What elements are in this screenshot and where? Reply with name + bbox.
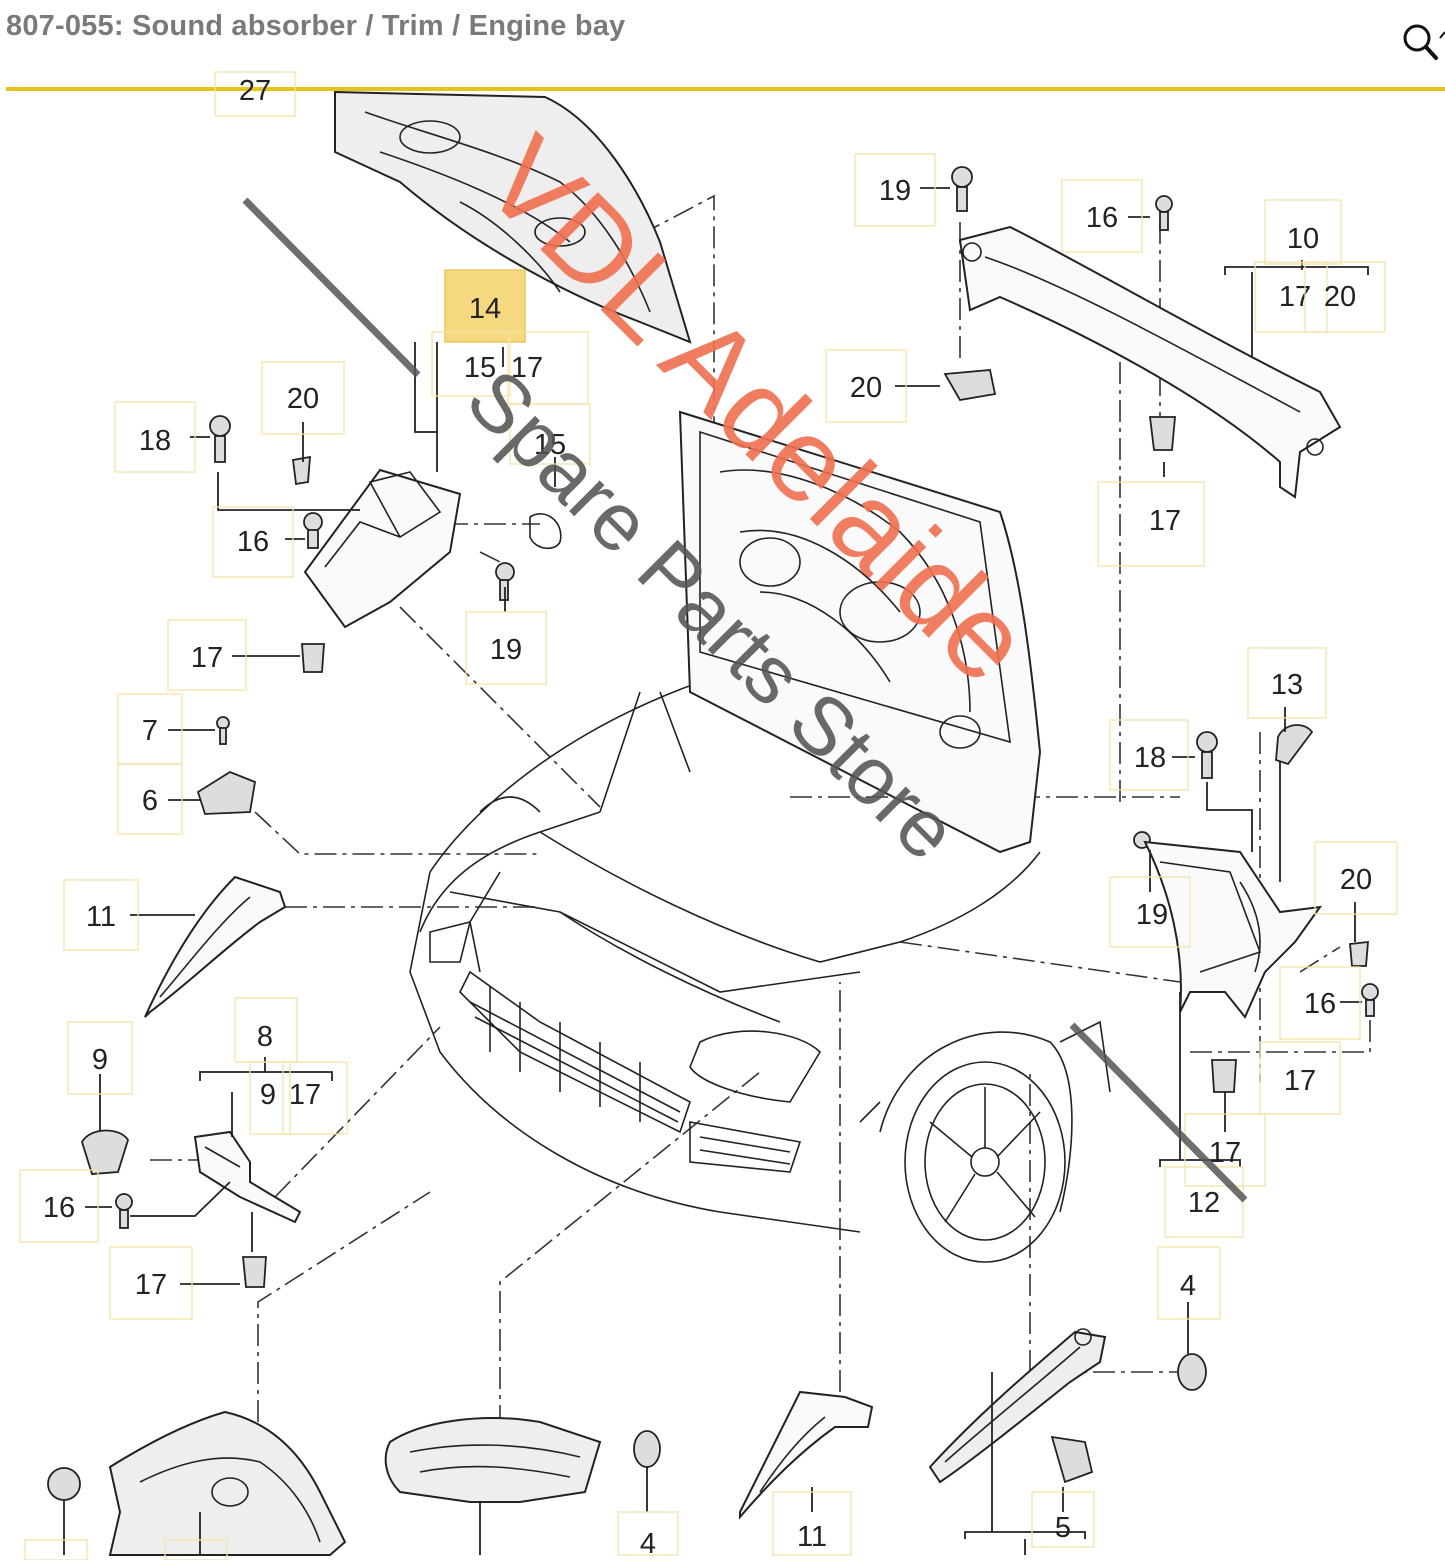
svg-text:6: 6 <box>142 785 158 817</box>
part-14-cover <box>292 455 562 629</box>
svg-text:17: 17 <box>289 1079 321 1111</box>
svg-text:9: 9 <box>260 1079 276 1111</box>
search-icon <box>1403 24 1445 60</box>
callout-10[interactable]: 10 <box>1264 199 1342 265</box>
svg-text:10: 10 <box>1287 223 1319 255</box>
callout-17[interactable]: 17 <box>507 331 589 405</box>
parts-diagram: 27 14 15 17 15 18 20 16 19 17 7 6 11 8 9… <box>0 71 1445 1560</box>
svg-text:20: 20 <box>1340 864 1372 896</box>
svg-text:19: 19 <box>1136 899 1168 931</box>
svg-text:20: 20 <box>1324 281 1356 313</box>
svg-text:8: 8 <box>257 1021 273 1053</box>
callout-4[interactable]: 4 <box>1157 1246 1221 1320</box>
callout-9[interactable]: 9 <box>249 1061 291 1135</box>
part-12-panel <box>1143 840 1323 1019</box>
callout-17[interactable]: 17 <box>282 1061 348 1135</box>
callout-18[interactable]: 18 <box>1109 719 1189 791</box>
svg-text:9: 9 <box>92 1044 108 1076</box>
svg-text:11: 11 <box>797 1521 827 1553</box>
callout-9[interactable]: 9 <box>67 1021 133 1095</box>
svg-text:5: 5 <box>1055 1512 1071 1544</box>
svg-text:17: 17 <box>1284 1065 1316 1097</box>
callout-19[interactable]: 19 <box>1109 876 1191 948</box>
svg-text:18: 18 <box>139 425 171 457</box>
callout-16[interactable]: 16 <box>1061 179 1143 253</box>
svg-text:19: 19 <box>879 175 911 207</box>
part-11-trim <box>144 875 287 1018</box>
search-button[interactable] <box>1396 18 1445 64</box>
callout-11[interactable]: 11 <box>63 879 139 951</box>
callout-5[interactable]: 5 <box>1031 1491 1095 1548</box>
bonnet <box>678 410 1042 854</box>
header: 807-055: Sound absorber / Trim / Engine … <box>0 0 1445 92</box>
callout-18[interactable]: 18 <box>114 401 196 473</box>
callout-17[interactable]: 17 <box>1097 481 1205 567</box>
svg-text:7: 7 <box>142 715 158 747</box>
svg-text:20: 20 <box>287 383 319 415</box>
page-title: 807-055: Sound absorber / Trim / Engine … <box>6 10 626 42</box>
callout-11[interactable]: 11 <box>772 1491 852 1556</box>
svg-text:11: 11 <box>86 901 116 933</box>
callout-19[interactable]: 19 <box>854 153 936 227</box>
callout-19[interactable]: 19 <box>465 611 547 685</box>
part-8-trim <box>193 1130 302 1224</box>
svg-text:17: 17 <box>1279 281 1311 313</box>
svg-text:16: 16 <box>1086 202 1118 234</box>
callout-20[interactable]: 20 <box>1314 841 1398 915</box>
callout-17[interactable]: 17 <box>1259 1041 1341 1115</box>
callout-20[interactable]: 20 <box>1304 261 1386 333</box>
part-10-strip <box>958 225 1342 499</box>
callout-12[interactable]: 12 <box>1164 1166 1244 1238</box>
svg-text:27: 27 <box>239 75 271 107</box>
callouts: 27 14 15 17 15 18 20 16 19 17 7 6 11 8 9… <box>19 71 1398 1560</box>
callout-20[interactable]: 20 <box>261 361 345 435</box>
callout-17[interactable]: 17 <box>167 619 247 691</box>
callout-16[interactable]: 16 <box>1279 966 1361 1040</box>
svg-text:20: 20 <box>850 372 882 404</box>
fasteners <box>47 166 1379 1501</box>
callout-14[interactable]: 14 <box>444 269 526 343</box>
svg-text:14: 14 <box>469 293 501 325</box>
callout-15[interactable]: 15 <box>431 331 511 397</box>
svg-text:4: 4 <box>1180 1270 1196 1302</box>
callout-15[interactable]: 15 <box>509 403 591 465</box>
callout-16[interactable]: 16 <box>212 506 294 578</box>
callout-20[interactable]: 20 <box>825 349 907 423</box>
svg-text:12: 12 <box>1188 1187 1220 1219</box>
svg-text:4: 4 <box>640 1528 656 1560</box>
bottom-parts <box>108 1328 1107 1556</box>
svg-text:17: 17 <box>191 642 223 674</box>
callout-8[interactable]: 8 <box>234 997 298 1063</box>
part-hood-insulation <box>334 90 692 344</box>
callout-13[interactable]: 13 <box>1247 647 1327 719</box>
svg-text:18: 18 <box>1134 742 1166 774</box>
svg-text:13: 13 <box>1271 669 1303 701</box>
callout-17[interactable]: 17 <box>109 1246 193 1320</box>
header-rule <box>6 87 1445 91</box>
svg-text:17: 17 <box>1209 1137 1241 1169</box>
callout-4[interactable]: 4 <box>617 1511 679 1560</box>
svg-text:17: 17 <box>1149 505 1181 537</box>
callout-17[interactable]: 17 <box>1254 261 1328 333</box>
svg-text:16: 16 <box>1304 988 1336 1020</box>
svg-text:16: 16 <box>237 526 269 558</box>
exploded-view: 27 14 15 17 15 18 20 16 19 17 7 6 11 8 9… <box>19 71 1398 1560</box>
callout-7[interactable]: 7 <box>117 693 183 765</box>
callout-6[interactable]: 6 <box>117 763 183 835</box>
callout-16[interactable]: 16 <box>19 1169 99 1243</box>
callout-27[interactable]: 27 <box>214 71 296 117</box>
svg-text:19: 19 <box>490 634 522 666</box>
svg-text:15: 15 <box>464 352 496 384</box>
vehicle-outline <box>409 681 1111 1263</box>
svg-text:16: 16 <box>43 1192 75 1224</box>
callout-17[interactable]: 17 <box>1184 1113 1266 1187</box>
svg-text:15: 15 <box>534 429 566 461</box>
svg-text:17: 17 <box>135 1269 167 1301</box>
svg-text:17: 17 <box>511 352 543 384</box>
